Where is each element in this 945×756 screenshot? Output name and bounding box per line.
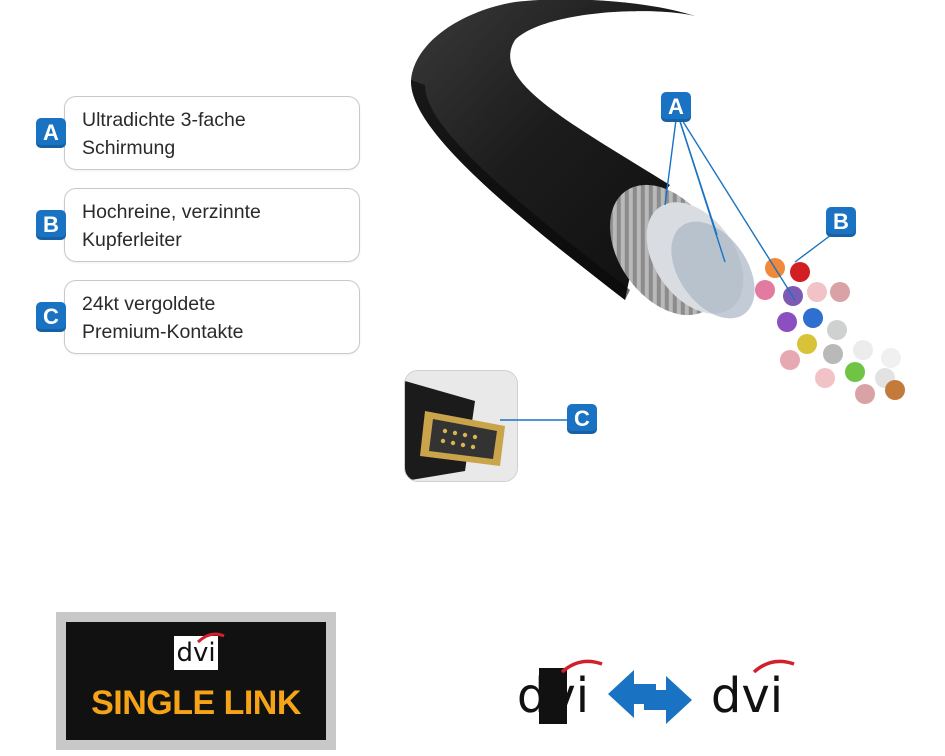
feature-line: Premium-Kontakte [82, 321, 244, 343]
dvi-eye-icon [196, 632, 225, 644]
callout-line-b [794, 231, 836, 263]
dvi-mark-text: dvi [710, 668, 784, 724]
feature-line: Schirmung [82, 137, 176, 159]
feature-contacts: C 24kt vergoldete Premium-Kontakte [36, 280, 360, 354]
callout-badge-c: C [567, 404, 597, 434]
feature-line: Hochreine, verzinnte [82, 201, 261, 223]
feature-conductor: B Hochreine, verzinnte Kupferleiter [36, 188, 360, 262]
feature-shielding: A Ultradichte 3-fache Schirmung [36, 96, 360, 170]
callout-badge-a: A [661, 92, 691, 122]
feature-text: Ultradichte 3-fache Schirmung [82, 106, 352, 162]
feature-badge-b: B [36, 210, 66, 240]
single-link-logo: dvi SINGLE LINK [56, 612, 336, 750]
feature-line: Ultradichte 3-fache [82, 109, 246, 131]
feature-badge-c: C [36, 302, 66, 332]
feature-box [64, 96, 360, 170]
feature-text: 24kt vergoldete Premium-Kontakte [82, 290, 352, 346]
dvi-logo-mark: dvi [174, 636, 218, 670]
logo-title: SINGLE LINK [91, 684, 301, 722]
feature-line: 24kt vergoldete [82, 293, 216, 315]
callout-line-c [500, 419, 568, 421]
cable-illustration [410, 0, 905, 404]
dvi-d-block [539, 668, 567, 724]
callout-lines-a [664, 111, 796, 301]
dvi-mark-text: dvi [516, 668, 590, 724]
feature-line: Kupferleiter [82, 229, 182, 251]
wire-bundle [755, 258, 905, 404]
dvi-eye-icon-left [560, 659, 603, 674]
bidirectional-arrow-icon [608, 670, 692, 724]
logo-background: dvi SINGLE LINK [66, 622, 326, 740]
feature-badge-a: A [36, 118, 66, 148]
feature-box [64, 280, 360, 354]
connector-thumbnail [404, 370, 518, 482]
feature-box [64, 188, 360, 262]
dvi-connector-icon [405, 371, 517, 481]
dvi-mark-right: dvi [704, 668, 790, 724]
dvi-eye-icon-right [752, 659, 795, 674]
callout-badge-b: B [826, 207, 856, 237]
feature-text: Hochreine, verzinnte Kupferleiter [82, 198, 352, 254]
dvi-mark-left: dvi [510, 668, 596, 724]
